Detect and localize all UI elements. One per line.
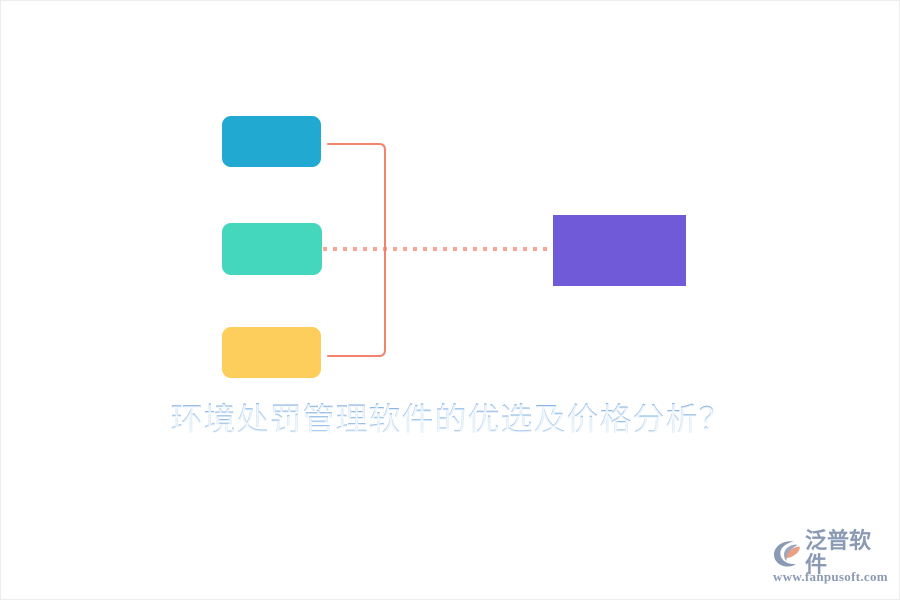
node-green[interactable] xyxy=(222,223,322,275)
node-yellow[interactable] xyxy=(222,327,321,378)
brand-watermark: 泛普软件 www.fanpusoft.com xyxy=(772,529,892,588)
page-title: 环境处罚管理软件的优选及价格分析？ xyxy=(1,397,899,441)
fanpu-swoosh-logo-icon xyxy=(774,540,800,566)
brand-name: 泛普软件 xyxy=(805,528,872,577)
node-purple[interactable] xyxy=(553,215,686,286)
connector-bracket xyxy=(327,143,386,357)
node-blue[interactable] xyxy=(222,116,321,167)
brand-url: www.fanpusoft.com xyxy=(773,569,888,584)
